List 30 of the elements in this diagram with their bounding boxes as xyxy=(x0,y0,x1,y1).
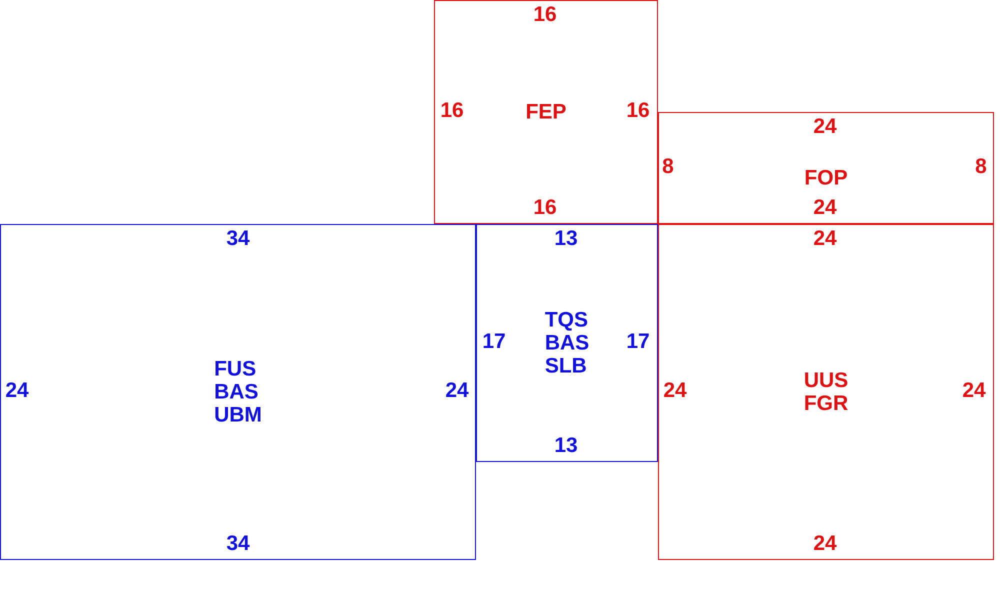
area-name: FOP xyxy=(804,166,848,190)
area-name: FEP xyxy=(526,100,566,124)
dimension-label: 16 xyxy=(533,196,557,220)
dimension-label: 16 xyxy=(626,99,650,123)
dimension-label: 13 xyxy=(554,434,578,458)
dimension-label: 13 xyxy=(554,227,578,251)
dimension-label: 8 xyxy=(662,155,674,179)
area-name: UUS FGR xyxy=(804,369,848,415)
dimension-label: 16 xyxy=(533,3,557,27)
area-name: FUS BAS UBM xyxy=(214,358,262,426)
dimension-label: 16 xyxy=(440,99,464,123)
dimension-label: 24 xyxy=(663,379,687,403)
dimension-label: 8 xyxy=(975,155,987,179)
area-name: TQS BAS SLB xyxy=(544,308,590,378)
area-block xyxy=(658,224,994,560)
area-block xyxy=(0,224,476,560)
area-block xyxy=(434,0,658,224)
dimension-label: 17 xyxy=(626,330,650,354)
dimension-label: 24 xyxy=(813,227,837,251)
dimension-label: 24 xyxy=(813,196,837,220)
area-block xyxy=(476,224,658,462)
area-block xyxy=(658,112,994,224)
dimension-label: 24 xyxy=(813,532,837,556)
dimension-label: 24 xyxy=(813,115,837,139)
dimension-label: 24 xyxy=(962,379,986,403)
dimension-label: 34 xyxy=(226,227,250,251)
dimension-label: 24 xyxy=(5,379,29,403)
dimension-label: 34 xyxy=(226,532,250,556)
dimension-label: 17 xyxy=(482,330,506,354)
dimension-label: 24 xyxy=(445,379,469,403)
